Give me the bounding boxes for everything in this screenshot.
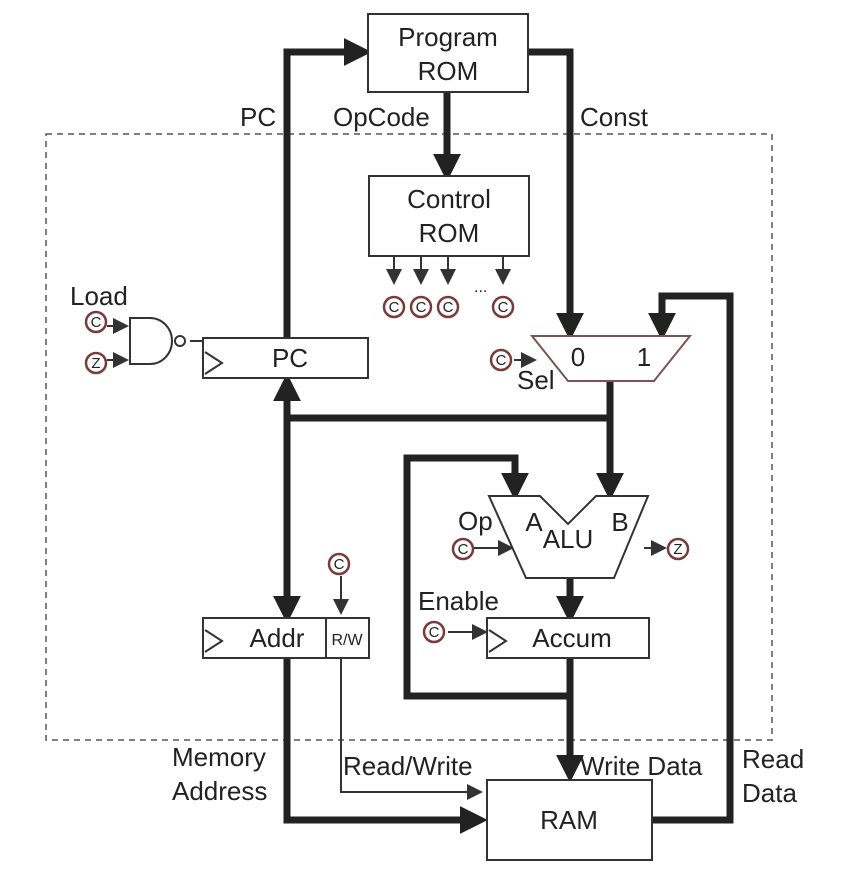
ram-label: RAM	[540, 805, 598, 835]
mux-input-0: 0	[571, 342, 585, 372]
alu-input-a: A	[525, 507, 543, 537]
mux-block	[529, 335, 693, 382]
const-label: Const	[580, 102, 649, 132]
enable-control-icon	[422, 620, 446, 644]
svg-text:Z: Z	[673, 541, 682, 558]
control-rom-label-2: ROM	[419, 218, 480, 248]
sel-label: Sel	[517, 365, 555, 395]
alu-label: ALU	[543, 524, 594, 554]
svg-text:C: C	[443, 299, 454, 316]
control-rom-block	[368, 175, 530, 257]
op-label: Op	[458, 506, 493, 536]
program-rom-block	[367, 13, 529, 93]
pc-bus-label: PC	[240, 102, 276, 132]
svg-text:C: C	[458, 541, 469, 558]
svg-text:C: C	[429, 624, 440, 641]
control-rom-label-1: Control	[407, 184, 491, 214]
op-control-icon	[451, 537, 475, 561]
svg-text:C: C	[91, 314, 102, 331]
svg-text:C: C	[334, 556, 345, 573]
rw-control-icon	[327, 552, 351, 576]
pc-register	[202, 337, 369, 379]
zero-out-icon	[666, 537, 690, 561]
accum-feedback	[403, 454, 574, 700]
invert-bubble-icon	[174, 335, 186, 347]
const-bus	[528, 48, 584, 341]
accum-clock-icon	[488, 629, 508, 653]
addr-register	[202, 617, 370, 659]
rw-register-label: R/W	[331, 632, 363, 649]
zero-flag-icons: Z Z	[84, 351, 690, 561]
ram-block	[486, 779, 653, 861]
addr-register-label: Addr	[250, 623, 305, 653]
program-rom-label-2: ROM	[418, 56, 479, 86]
mux-input-1: 1	[637, 342, 651, 372]
dots-label: ...	[474, 279, 487, 296]
accum-register-label: Accum	[532, 623, 611, 653]
memory-address-label-1: Memory	[172, 742, 266, 772]
write-data-label: Write Data	[580, 751, 703, 781]
svg-text:C: C	[496, 352, 507, 369]
address-bus	[283, 658, 488, 834]
cpu-boundary	[45, 133, 773, 741]
load-label: Load	[70, 281, 128, 311]
addr-clock-icon	[204, 629, 224, 653]
control-signal-icons: C C C C C C C C C	[84, 295, 515, 644]
opcode-label: OpCode	[333, 102, 430, 132]
program-rom-label-1: Program	[398, 22, 498, 52]
svg-text:Z: Z	[91, 355, 100, 372]
read-data-bus	[648, 292, 734, 824]
enable-label: Enable	[418, 586, 499, 616]
pc-register-label: PC	[272, 343, 308, 373]
svg-text:C: C	[416, 299, 427, 316]
zero-in-icon	[84, 351, 108, 375]
accum-register	[486, 617, 650, 659]
pc-bus	[283, 38, 372, 340]
read-data-label-1: Read	[742, 744, 804, 774]
svg-text:C: C	[389, 299, 400, 316]
memory-address-label-2: Address	[172, 776, 267, 806]
nand-gate-icon	[129, 317, 173, 365]
pc-clock-icon	[204, 351, 224, 375]
alu-block	[487, 495, 650, 579]
alu-input-b: B	[611, 507, 628, 537]
sel-control-icon	[489, 348, 513, 372]
load-control-icon	[84, 310, 108, 334]
svg-text:C: C	[498, 299, 509, 316]
read-data-label-2: Data	[742, 778, 797, 808]
read-write-label: Read/Write	[343, 751, 473, 781]
